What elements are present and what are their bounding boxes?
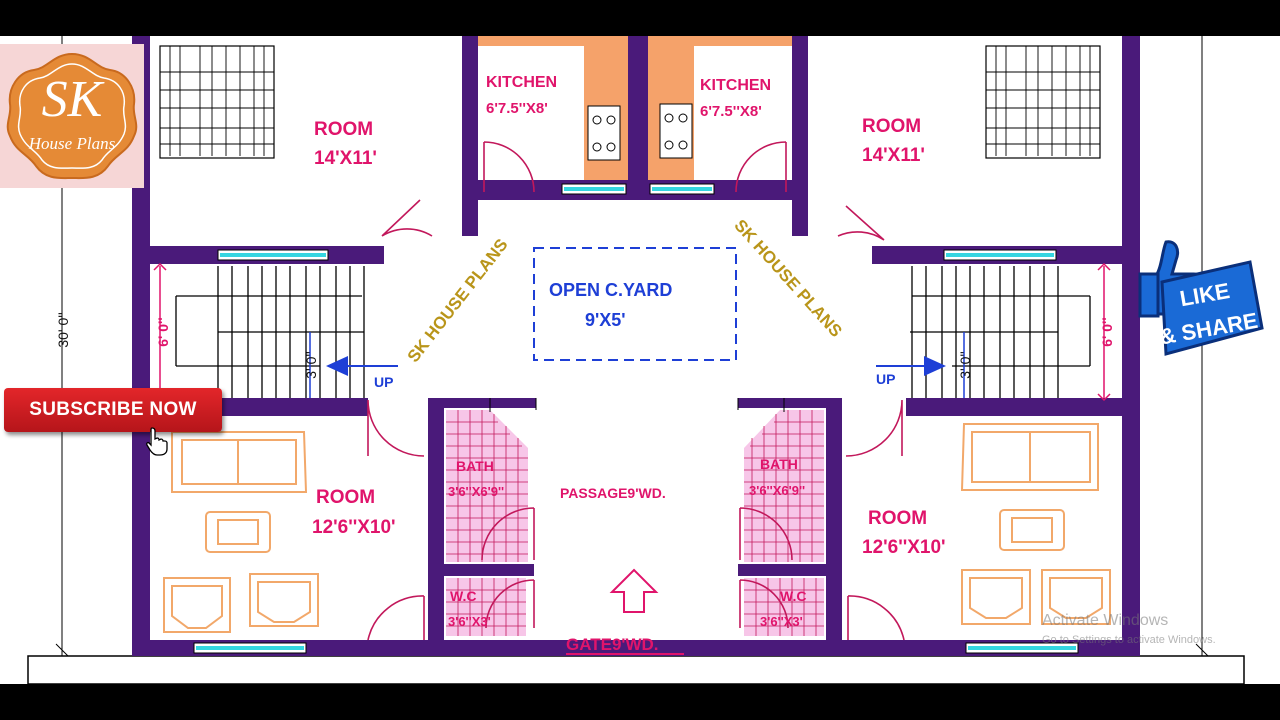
- room-bottom-right-name: ROOM: [868, 508, 927, 529]
- windows-activation-watermark: Activate Windows Go to Settings to activ…: [1042, 612, 1216, 646]
- stair-left-up-label: UP: [374, 374, 393, 390]
- room-top-left-size: 14'X11': [314, 148, 377, 169]
- stair-left-flight-label: 6' 0'': [155, 317, 171, 346]
- wc-left-size: 3'6''X3': [448, 614, 491, 629]
- sk-house-plans-logo: SK House Plans: [0, 44, 144, 188]
- kitchen-counters: [478, 36, 792, 180]
- bath-right-size: 3'6''X6'9'': [749, 483, 805, 498]
- room-top-right-size: 14'X11': [862, 145, 925, 166]
- overall-dimension-label: 30' 0'': [55, 312, 71, 347]
- logo-main-text: SK: [41, 71, 103, 128]
- bed-top-left: [159, 45, 275, 159]
- stair-left-width-label: 3' 0'': [303, 351, 319, 378]
- room-top-right-name: ROOM: [862, 116, 921, 137]
- hand-cursor-icon: [146, 427, 168, 456]
- kitchen-right-size: 6'7.5''X8': [700, 103, 762, 120]
- stair-right-flight-label: 6' 0'': [1099, 317, 1115, 346]
- wc-left-name: W.C: [450, 588, 476, 604]
- room-bottom-left-size: 12'6''X10': [312, 517, 396, 538]
- stair-right: [876, 262, 1111, 402]
- wc-right-size: 3'6''X3': [760, 614, 803, 629]
- watermark-title: Activate Windows: [1042, 612, 1169, 629]
- bed-top-right: [985, 45, 1101, 159]
- room-bottom-right-size: 12'6''X10': [862, 537, 946, 558]
- kitchen-right-name: KITCHEN: [700, 77, 771, 94]
- bath-left-size: 3'6''X6'9'': [448, 484, 504, 499]
- logo-sub-text: House Plans: [28, 134, 116, 153]
- bath-left-name: BATH: [456, 458, 494, 474]
- kitchen-left-size: 6'7.5''X8': [486, 100, 548, 117]
- sofa-set-left: [163, 431, 319, 633]
- gate-label: GATE9'WD.: [566, 635, 659, 654]
- courtyard-outline: [533, 247, 737, 361]
- room-bottom-left-name: ROOM: [316, 487, 375, 508]
- room-top-left-name: ROOM: [314, 119, 373, 140]
- wc-right-name: W.C: [780, 588, 806, 604]
- kitchen-left-name: KITCHEN: [486, 74, 557, 91]
- watermark-subtitle: Go to Settings to activate Windows.: [1042, 634, 1216, 646]
- doors: [367, 141, 905, 641]
- stair-right-up-label: UP: [876, 371, 895, 387]
- subscribe-button[interactable]: SUBSCRIBE NOW: [4, 388, 222, 432]
- walls: [132, 36, 1140, 656]
- overall-dimension: 30' 0'': [55, 36, 1209, 657]
- bath-right-name: BATH: [760, 456, 798, 472]
- stair-right-width-label: 3' 0'': [957, 351, 973, 378]
- windows: [193, 183, 1079, 654]
- courtyard-name: OPEN C.YARD: [549, 280, 672, 300]
- up-arrow-icon: [609, 568, 659, 613]
- courtyard-size: 9'X5': [585, 310, 626, 330]
- passage-label: PASSAGE9'WD.: [560, 485, 666, 501]
- bath-left-tiles: [446, 410, 528, 636]
- sofa-set-right: [960, 423, 1111, 625]
- like-share-badge[interactable]: LIKE & SHARE: [1136, 236, 1266, 372]
